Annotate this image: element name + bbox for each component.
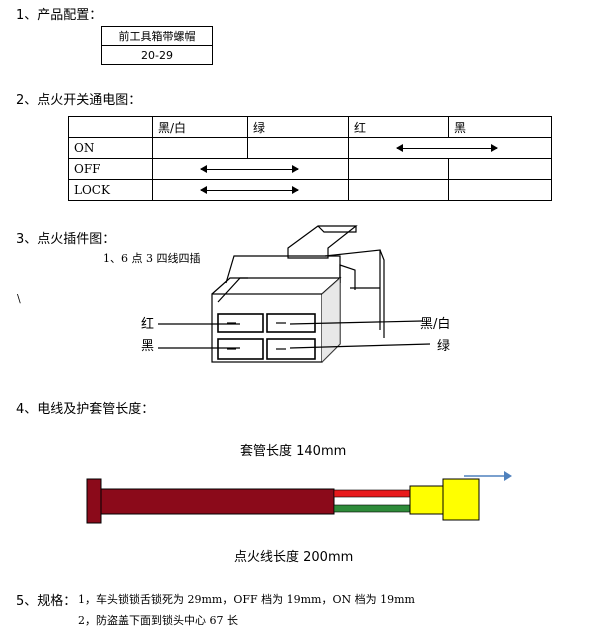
arrow-icon — [504, 471, 512, 481]
switch-row-label: ON — [68, 137, 153, 159]
wire-red — [333, 489, 411, 498]
label-green: 绿 — [437, 339, 451, 354]
section1-heading: 1、产品配置： — [16, 8, 103, 23]
socket-top-left — [217, 313, 264, 333]
switch-col-header-0 — [68, 116, 153, 138]
on-arrow-cell — [348, 137, 552, 159]
off-arrow-cell — [152, 158, 349, 180]
connector-housing-back — [225, 255, 341, 284]
connector-large — [442, 478, 480, 521]
switch-row-on: ON — [68, 137, 552, 159]
section5-heading: 5、规格： — [16, 594, 77, 609]
leader-green — [289, 343, 431, 349]
product-config-table: 前工具箱带螺帽 20-29 — [101, 26, 213, 65]
switch-row-off: OFF — [68, 158, 552, 180]
config-value-cell: 20-29 — [101, 45, 213, 65]
connector-small — [409, 485, 444, 515]
double-arrow — [200, 186, 299, 194]
spec-line-1: 1，车头锁锁舌锁死为 29mm，OFF 档为 19mm，ON 档为 19mm — [78, 593, 415, 606]
switch-col-header-4: 黑 — [448, 116, 552, 138]
connector-subtitle: 1、6 点 3 四线四插 — [103, 252, 201, 265]
socket-bottom-left — [217, 338, 264, 360]
switch-col-header-3: 红 — [348, 116, 449, 138]
switch-row-lock: LOCK — [68, 179, 552, 201]
socket-bottom-right — [266, 338, 316, 360]
switch-table: 黑/白 绿 红 黑 ON OFF LOCK — [68, 116, 552, 201]
sleeve-length-label: 套管长度 140mm — [240, 444, 347, 459]
spec-line-2: 2，防盗盖下面到锁头中心 67 长 — [78, 614, 238, 627]
double-arrow — [396, 144, 498, 152]
switch-row-label: LOCK — [68, 179, 153, 201]
switch-row-label: OFF — [68, 158, 153, 180]
stray-mark: \ — [17, 292, 21, 305]
config-header-cell: 前工具箱带螺帽 — [101, 26, 213, 46]
switch-col-header-1: 黑/白 — [152, 116, 248, 138]
label-black: 黑 — [141, 339, 155, 354]
sleeve-end-cap — [86, 478, 102, 524]
double-arrow — [200, 165, 299, 173]
lock-arrow-cell — [152, 179, 349, 201]
connector-drawing — [158, 225, 431, 363]
label-black-white: 黑/白 — [420, 317, 451, 332]
wire-diagram — [86, 471, 512, 524]
switch-col-header-2: 绿 — [247, 116, 349, 138]
label-red: 红 — [141, 317, 155, 332]
sleeve-tube — [100, 488, 335, 515]
section4-heading: 4、电线及护套管长度： — [16, 402, 155, 417]
leader-black-white — [289, 320, 423, 325]
section2-heading: 2、点火开关通电图： — [16, 93, 142, 108]
section3-heading: 3、点火插件图： — [16, 232, 116, 247]
wire-green — [333, 504, 411, 513]
wire-length-label: 点火线长度 200mm — [234, 550, 354, 565]
